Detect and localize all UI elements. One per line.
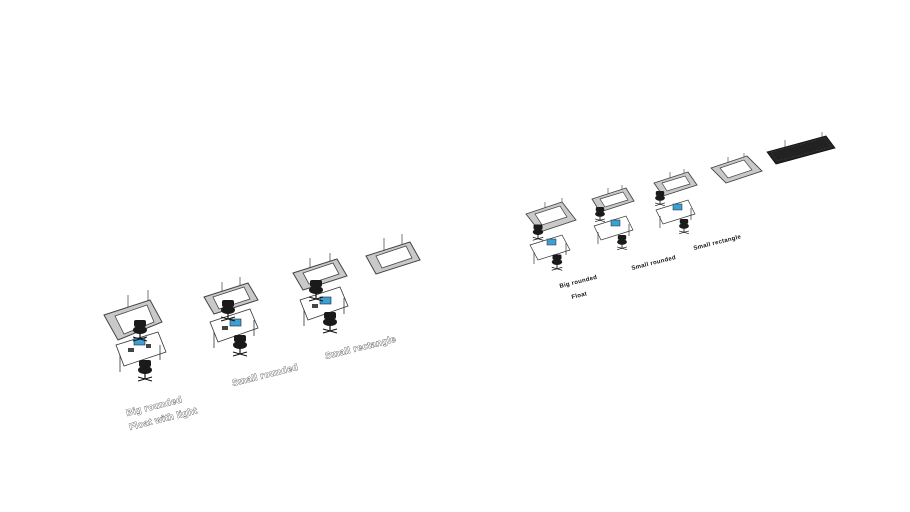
ceiling-panel-dark-right [766, 132, 836, 165]
label-small-rounded-right: Small rounded [631, 255, 677, 272]
ceiling-panel-small-rectangle-left [292, 253, 348, 291]
workstation-big-rounded-right [529, 224, 571, 271]
workstation-small-rectangle-left [299, 279, 349, 334]
ceiling-panel-big-rounded-left [103, 290, 163, 341]
label-small-rectangle-left: Small rectangle [324, 334, 397, 361]
workstation-small-rectangle-right [654, 190, 696, 235]
label-small-rounded-left: Small rounded [231, 362, 299, 388]
label-big-rounded-right: Big rounded [559, 275, 598, 290]
label-small-rectangle-right: Small rectangle [693, 234, 742, 252]
ceiling-panel-small-rounded-left [203, 277, 259, 315]
ceiling-panel-rectangle-left [365, 234, 421, 275]
workstation-big-rounded-left [115, 319, 167, 382]
label-float-right: Float [571, 291, 588, 301]
ceiling-panel-rectangle-right [710, 153, 763, 184]
workstation-small-rounded-left [209, 299, 259, 357]
workstation-small-rounded-right [593, 206, 634, 251]
